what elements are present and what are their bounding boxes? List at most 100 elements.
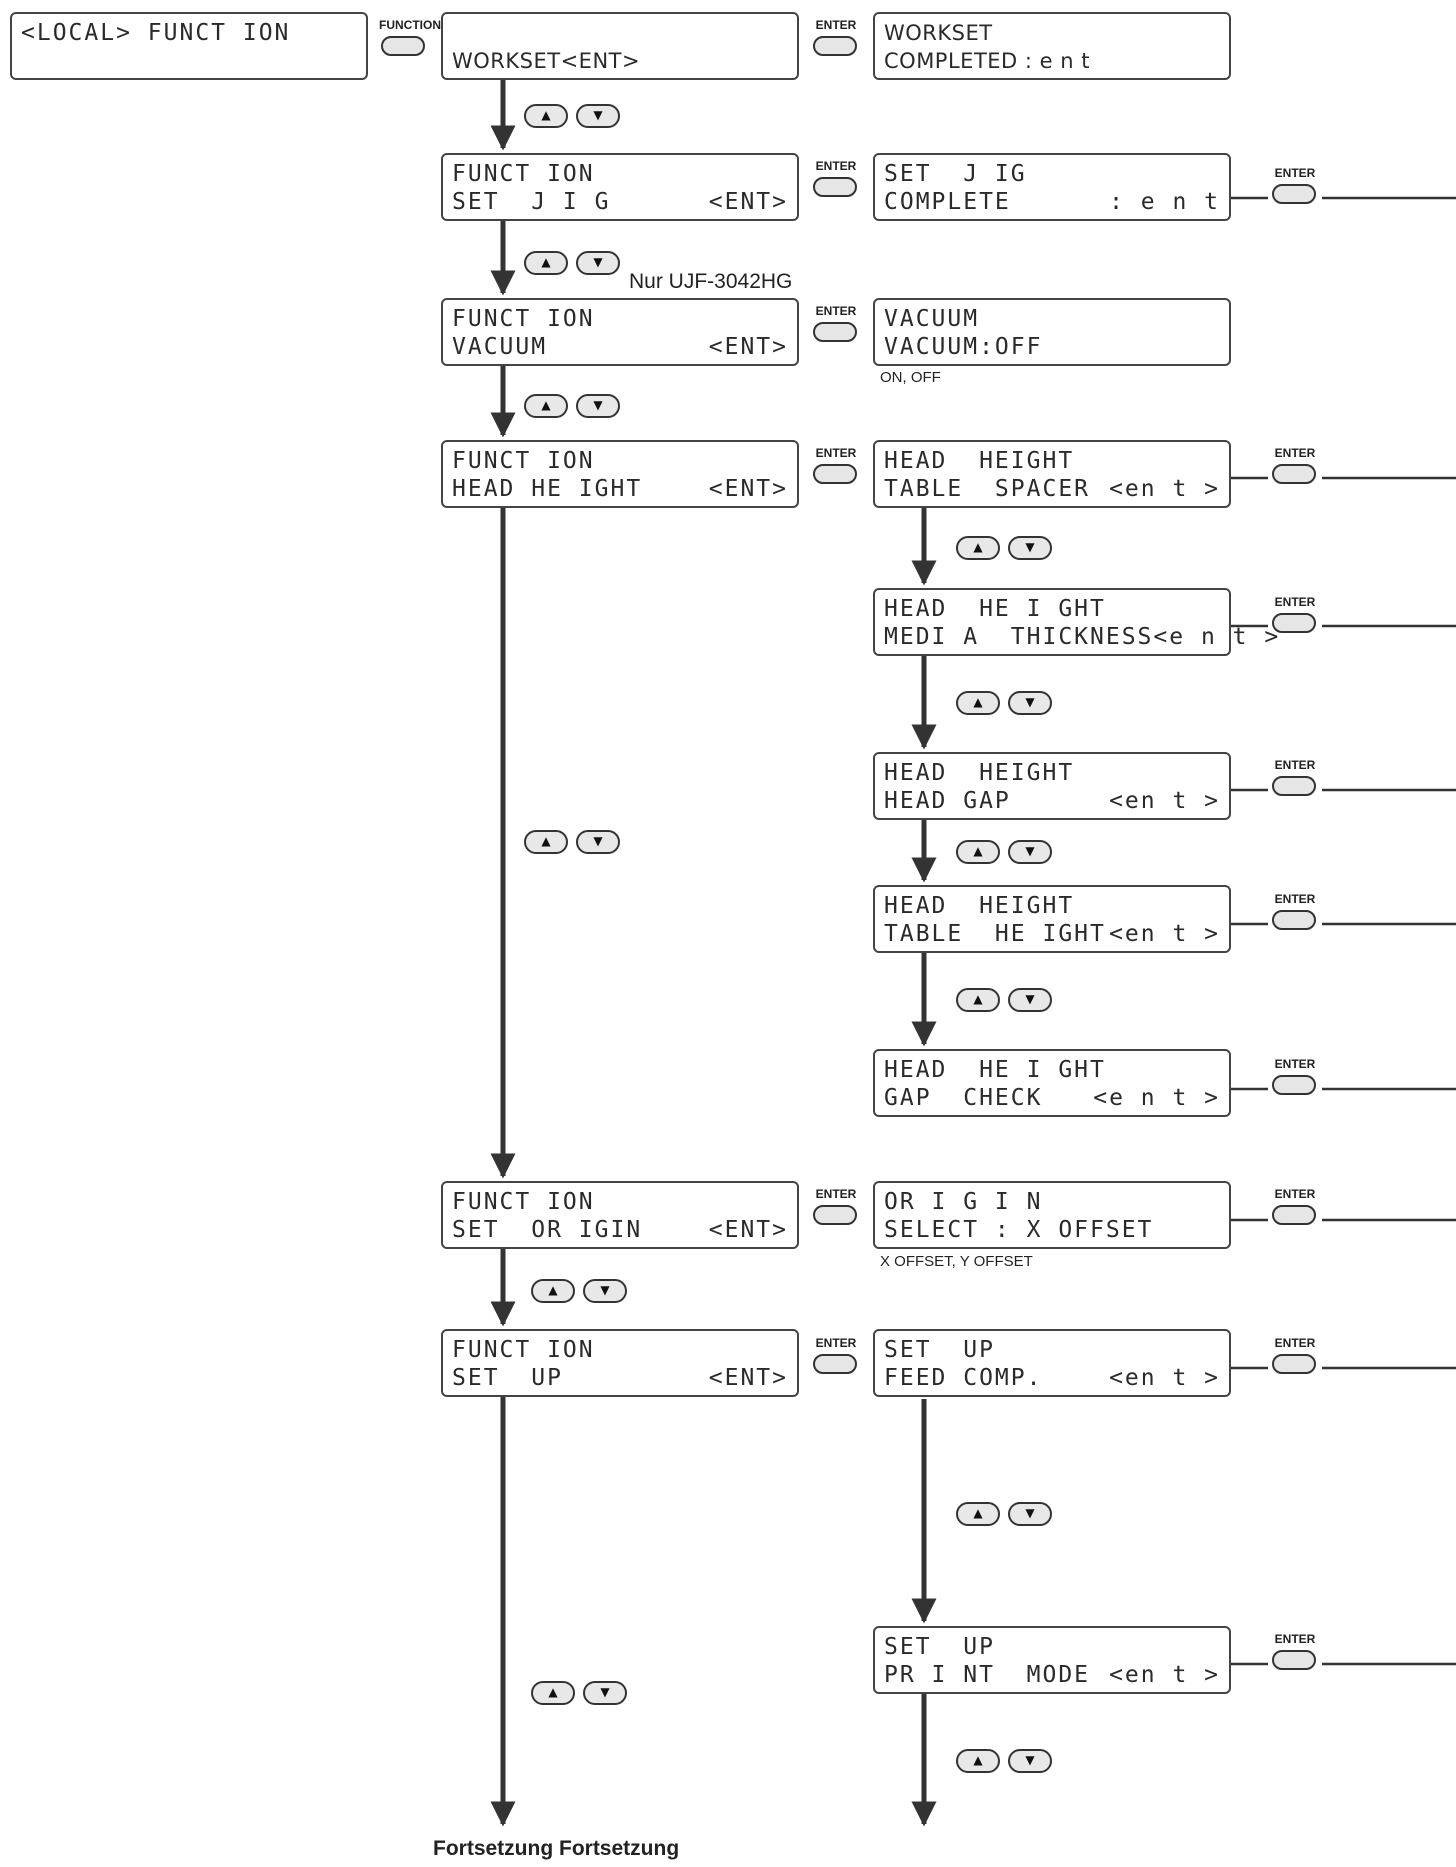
down-key[interactable]: ▼ xyxy=(583,1279,627,1303)
enter-key-button[interactable] xyxy=(1272,1354,1316,1374)
up-down-keys[interactable]: ▲ ▼ xyxy=(956,1502,1056,1528)
down-key[interactable]: ▼ xyxy=(583,1681,627,1705)
enter-key-button[interactable] xyxy=(1272,776,1316,796)
enter-key-print-mode[interactable]: ENTER xyxy=(1270,1632,1320,1674)
function-key-caption: FUNCTION xyxy=(379,18,441,32)
function-key[interactable]: FUNCTION xyxy=(379,18,441,60)
up-down-keys[interactable]: ▲ ▼ xyxy=(524,104,624,130)
up-down-keys[interactable]: ▲ ▼ xyxy=(956,988,1056,1014)
workset-menu-display: WORKSET<ENT> xyxy=(441,12,799,80)
up-down-keys[interactable]: ▲ ▼ xyxy=(956,691,1056,717)
vacuum-menu-line1: FUNCT ION xyxy=(452,306,595,332)
down-key[interactable]: ▼ xyxy=(576,394,620,418)
down-key[interactable]: ▼ xyxy=(1008,1502,1052,1526)
enter-key-set-up[interactable]: ENTER xyxy=(811,1336,861,1378)
submenu-line1: HEAD HEIGHT xyxy=(884,760,1075,786)
up-key[interactable]: ▲ xyxy=(531,1279,575,1303)
enter-key-media-thickness[interactable]: ENTER xyxy=(1270,595,1320,637)
workset-menu-line2: WORKSET<ENT> xyxy=(452,49,641,73)
submenu-ent: <e n t > xyxy=(1093,1085,1220,1111)
set-origin-menu-line2: SET OR IGIN xyxy=(452,1217,643,1243)
enter-key-feed-comp[interactable]: ENTER xyxy=(1270,1336,1320,1378)
enter-key-caption: ENTER xyxy=(815,446,857,460)
enter-key-set-origin[interactable]: ENTER xyxy=(811,1187,861,1229)
local-display-line1: <LOCAL> FUNCT ION xyxy=(21,20,291,46)
enter-key-set-jig-out[interactable]: ENTER xyxy=(1270,166,1320,208)
set-up-menu-display: FUNCT ION SET UP <ENT> xyxy=(441,1329,799,1397)
down-key[interactable]: ▼ xyxy=(1008,691,1052,715)
submenu-line2: TABLE SPACER xyxy=(884,476,1091,502)
up-key[interactable]: ▲ xyxy=(956,691,1000,715)
enter-key-button[interactable] xyxy=(1272,1075,1316,1095)
submenu-line1: HEAD HEIGHT xyxy=(884,448,1075,474)
down-key[interactable]: ▼ xyxy=(1008,988,1052,1012)
enter-key-table-height[interactable]: ENTER xyxy=(1270,892,1320,934)
enter-key-button[interactable] xyxy=(1272,184,1316,204)
enter-key-workset[interactable]: ENTER xyxy=(811,18,861,60)
enter-key-button[interactable] xyxy=(813,1205,857,1225)
submenu-ent: <en t > xyxy=(1109,476,1220,502)
enter-key-button[interactable] xyxy=(813,177,857,197)
submenu-ent: <en t > xyxy=(1109,1662,1220,1688)
up-down-keys[interactable]: ▲ ▼ xyxy=(531,1279,631,1305)
enter-key-button[interactable] xyxy=(1272,464,1316,484)
submenu-line1: SET UP xyxy=(884,1634,995,1660)
enter-key-head-height[interactable]: ENTER xyxy=(811,446,861,488)
down-key[interactable]: ▼ xyxy=(576,251,620,275)
up-key[interactable]: ▲ xyxy=(524,104,568,128)
up-key[interactable]: ▲ xyxy=(524,394,568,418)
submenu-ent: <en t > xyxy=(1109,921,1220,947)
set-origin-menu-line1: FUNCT ION xyxy=(452,1189,595,1215)
up-down-keys[interactable]: ▲ ▼ xyxy=(531,1681,631,1707)
up-key[interactable]: ▲ xyxy=(956,840,1000,864)
enter-key-caption: ENTER xyxy=(1274,892,1316,906)
enter-key-vacuum[interactable]: ENTER xyxy=(811,304,861,346)
up-key[interactable]: ▲ xyxy=(524,251,568,275)
enter-key-button[interactable] xyxy=(1272,910,1316,930)
up-key[interactable]: ▲ xyxy=(531,1681,575,1705)
set-origin-result-line2: SELECT : X OFFSET xyxy=(884,1217,1154,1243)
up-down-keys[interactable]: ▲ ▼ xyxy=(956,1749,1056,1775)
enter-key-button[interactable] xyxy=(813,36,857,56)
vacuum-result-line2: VACUUM:OFF xyxy=(884,334,1043,360)
enter-key-button[interactable] xyxy=(813,464,857,484)
up-down-keys[interactable]: ▲ ▼ xyxy=(524,830,624,856)
up-key[interactable]: ▲ xyxy=(956,988,1000,1012)
workset-result-display: WORKSET COMPLETED : e n t xyxy=(873,12,1231,80)
down-key[interactable]: ▼ xyxy=(576,104,620,128)
enter-key-caption: ENTER xyxy=(1274,758,1316,772)
up-down-keys[interactable]: ▲ ▼ xyxy=(956,536,1056,562)
set-jig-result-display: SET J IG COMPLETE : e n t xyxy=(873,153,1231,221)
enter-key-head-gap[interactable]: ENTER xyxy=(1270,758,1320,800)
enter-key-button[interactable] xyxy=(813,1354,857,1374)
enter-key-table-spacer[interactable]: ENTER xyxy=(1270,446,1320,488)
enter-key-set-jig[interactable]: ENTER xyxy=(811,159,861,201)
down-key[interactable]: ▼ xyxy=(1008,840,1052,864)
up-key[interactable]: ▲ xyxy=(956,1502,1000,1526)
up-key[interactable]: ▲ xyxy=(956,1749,1000,1773)
enter-key-button[interactable] xyxy=(1272,613,1316,633)
submenu-ent: <en t > xyxy=(1109,788,1220,814)
set-up-submenu-feed-comp: SET UP FEED COMP. <en t > xyxy=(873,1329,1231,1397)
enter-key-origin-out[interactable]: ENTER xyxy=(1270,1187,1320,1229)
enter-key-gap-check[interactable]: ENTER xyxy=(1270,1057,1320,1099)
up-key[interactable]: ▲ xyxy=(524,830,568,854)
down-key[interactable]: ▼ xyxy=(576,830,620,854)
down-key[interactable]: ▼ xyxy=(1008,536,1052,560)
enter-key-caption: ENTER xyxy=(815,18,857,32)
up-down-keys[interactable]: ▲ ▼ xyxy=(524,394,624,420)
set-jig-result-line2: COMPLETE xyxy=(884,189,1011,215)
submenu-line2: MEDI A THICKNESS<e n t > xyxy=(884,624,1281,650)
up-down-keys[interactable]: ▲ ▼ xyxy=(524,251,624,277)
enter-key-caption: ENTER xyxy=(1274,595,1316,609)
vacuum-menu-line2: VACUUM xyxy=(452,334,548,360)
head-height-menu-display: FUNCT ION HEAD HE IGHT <ENT> xyxy=(441,440,799,508)
up-key[interactable]: ▲ xyxy=(956,536,1000,560)
head-height-menu-line2: HEAD HE IGHT xyxy=(452,476,643,502)
function-key-button[interactable] xyxy=(381,36,425,56)
enter-key-button[interactable] xyxy=(813,322,857,342)
enter-key-button[interactable] xyxy=(1272,1650,1316,1670)
up-down-keys[interactable]: ▲ ▼ xyxy=(956,840,1056,866)
enter-key-button[interactable] xyxy=(1272,1205,1316,1225)
down-key[interactable]: ▼ xyxy=(1008,1749,1052,1773)
